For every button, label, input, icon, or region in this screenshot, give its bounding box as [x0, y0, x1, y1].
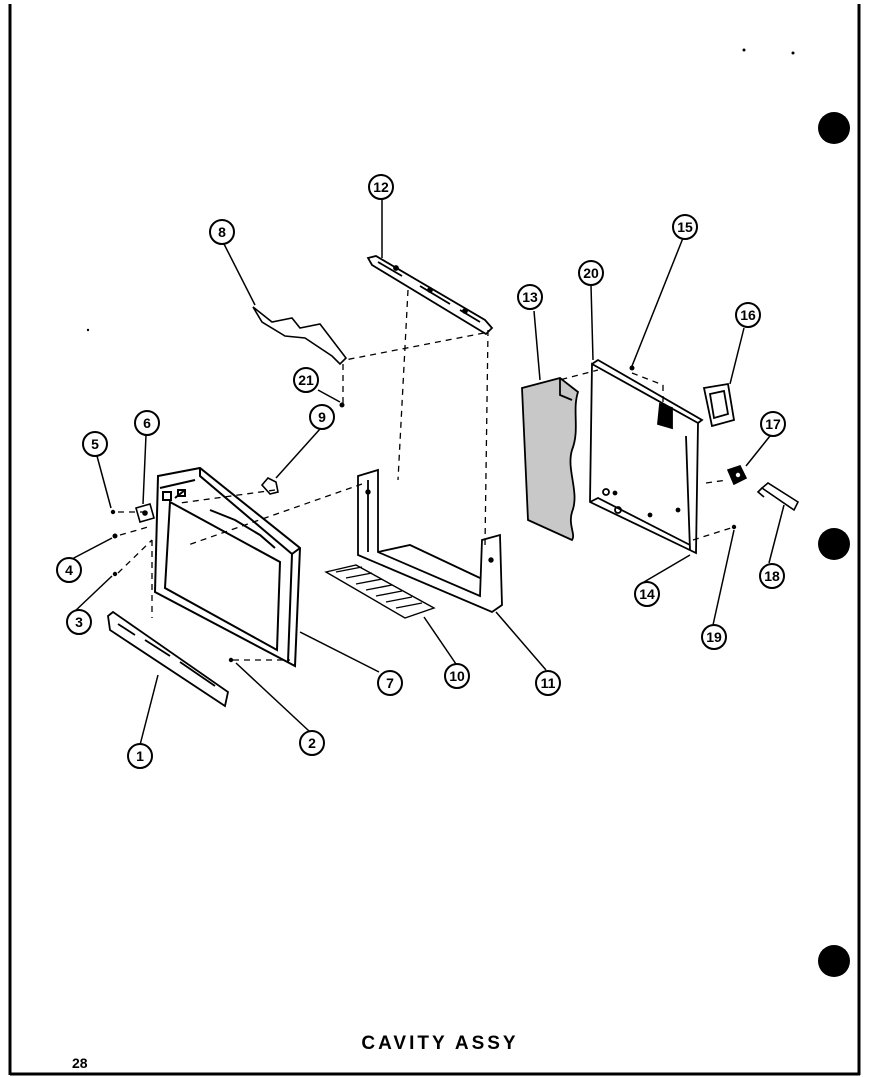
- svg-text:11: 11: [541, 675, 556, 691]
- part-17-socket: [726, 465, 748, 486]
- callout-5: 5: [82, 431, 108, 457]
- callout-4: 4: [56, 557, 82, 583]
- callout-3: 3: [66, 609, 92, 635]
- part-13-insulation: [521, 377, 580, 542]
- page-number: 28: [72, 1055, 88, 1071]
- svg-text:14: 14: [639, 586, 655, 602]
- callout-20: 20: [578, 260, 604, 286]
- svg-text:9: 9: [318, 409, 326, 425]
- callout-11: 11: [535, 670, 561, 696]
- svg-text:13: 13: [522, 289, 538, 305]
- svg-text:16: 16: [740, 307, 756, 323]
- svg-text:5: 5: [91, 436, 99, 452]
- page-border: [8, 4, 861, 1076]
- callout-14: 14: [634, 581, 660, 607]
- svg-text:4: 4: [65, 562, 73, 578]
- svg-text:17: 17: [765, 416, 781, 432]
- svg-text:2: 2: [308, 735, 316, 751]
- callout-10: 10: [444, 663, 470, 689]
- svg-text:7: 7: [386, 675, 394, 691]
- callout-21: 21: [293, 367, 319, 393]
- small-screws: [110, 509, 234, 663]
- callout-8: 8: [209, 219, 235, 245]
- part-21-screw: [339, 402, 345, 408]
- part-14-side-panel: [589, 358, 704, 555]
- svg-text:1: 1: [136, 748, 144, 764]
- callouts: 1 2 3 4 5 6 7 8 9 10 11 12 13 14 15 16 1…: [56, 174, 786, 769]
- part-16-gasket: [702, 382, 736, 428]
- svg-text:6: 6: [143, 415, 151, 431]
- callout-18: 18: [759, 563, 785, 589]
- callout-2: 2: [299, 730, 325, 756]
- part-6-latch: [135, 503, 155, 523]
- svg-text:21: 21: [298, 372, 314, 388]
- part-1-strip: [107, 610, 230, 708]
- svg-text:10: 10: [449, 668, 465, 684]
- svg-text:19: 19: [706, 629, 722, 645]
- specks: [86, 48, 795, 332]
- part-12-top-rail: [366, 255, 494, 336]
- callout-6: 6: [134, 410, 160, 436]
- svg-text:8: 8: [218, 224, 226, 240]
- svg-text:3: 3: [75, 614, 83, 630]
- callout-19: 19: [701, 624, 727, 650]
- svg-text:18: 18: [764, 568, 780, 584]
- callout-12: 12: [368, 174, 394, 200]
- callout-13: 13: [517, 284, 543, 310]
- part-10-grille: [324, 564, 436, 619]
- binder-holes: [818, 112, 850, 977]
- part-8-bracket: [252, 306, 348, 366]
- callout-17: 17: [760, 411, 786, 437]
- part-11-bottom-pan: [357, 468, 503, 614]
- callout-9: 9: [309, 404, 335, 430]
- callout-16: 16: [735, 302, 761, 328]
- part-19-screw: [731, 524, 737, 530]
- callout-15: 15: [672, 214, 698, 240]
- svg-text:12: 12: [373, 179, 389, 195]
- part-9-hinge: [260, 477, 279, 495]
- page-title: CAVITY ASSY: [361, 1033, 519, 1054]
- leader-lines: [69, 200, 785, 746]
- callout-7: 7: [377, 670, 403, 696]
- svg-text:20: 20: [583, 265, 599, 281]
- part-7-front-frame: [153, 466, 302, 668]
- callout-1: 1: [127, 743, 153, 769]
- part-15-screw: [629, 365, 635, 371]
- part-18-lamp: [756, 482, 800, 512]
- svg-text:15: 15: [677, 219, 693, 235]
